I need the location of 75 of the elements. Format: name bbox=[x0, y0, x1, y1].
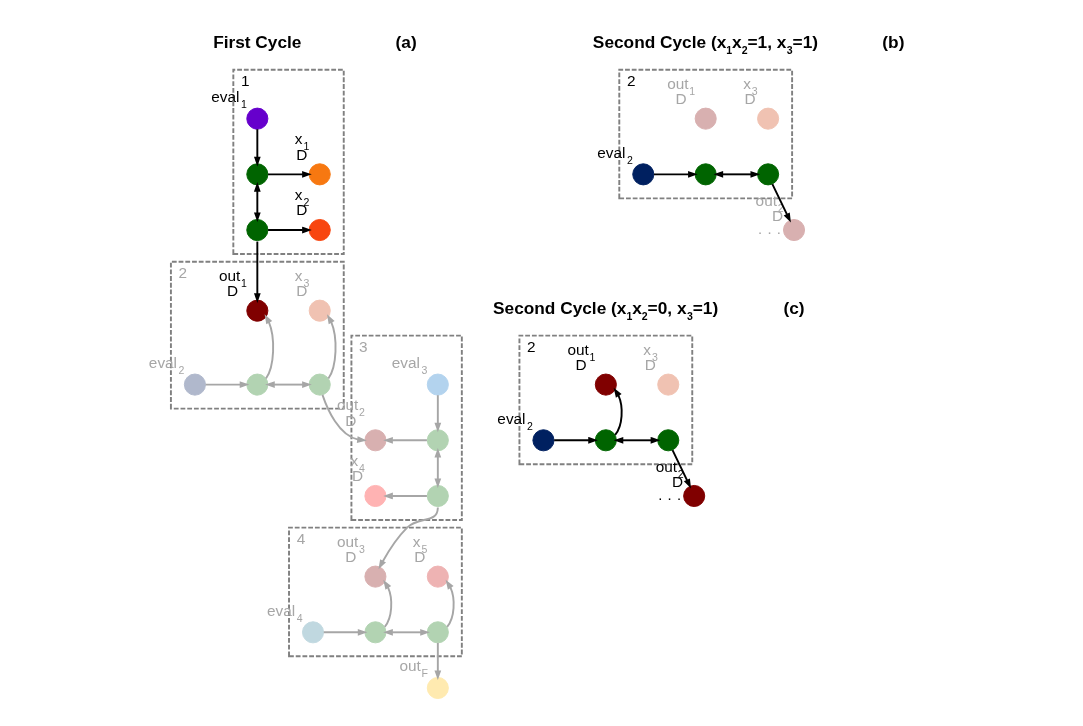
arrow bbox=[377, 506, 439, 570]
arrow bbox=[433, 394, 441, 433]
arrow bbox=[253, 182, 261, 223]
node-circle bbox=[245, 373, 268, 396]
node-label: · · · bbox=[757, 222, 781, 240]
arrow bbox=[266, 226, 312, 234]
node-circle bbox=[308, 163, 331, 186]
node-label: eval$_{3}$ bbox=[391, 354, 427, 377]
node-circle bbox=[656, 373, 679, 396]
node-circle bbox=[656, 429, 679, 452]
node-circle bbox=[756, 107, 779, 130]
node-circle bbox=[308, 373, 331, 396]
node-circle bbox=[308, 299, 331, 322]
node-label: eval$_{2}$ bbox=[496, 409, 533, 432]
node-circle bbox=[363, 621, 386, 644]
node-circle bbox=[694, 163, 717, 186]
arrow bbox=[326, 314, 337, 380]
node-circle bbox=[426, 676, 449, 700]
node-circle bbox=[682, 484, 705, 507]
node-circle bbox=[594, 429, 617, 452]
node-circle bbox=[183, 373, 206, 396]
arrow bbox=[382, 579, 392, 628]
label: (c) bbox=[782, 297, 805, 318]
arrow bbox=[552, 436, 598, 444]
node-circle bbox=[426, 565, 449, 588]
node-circle bbox=[631, 163, 654, 186]
arrow bbox=[652, 170, 698, 178]
node-circle bbox=[694, 107, 717, 130]
node-label: out$_{F}$ bbox=[398, 657, 428, 680]
label: Second Cycle (x$_{1}$x$_{2}$=0, x$_{3}$=1) bbox=[492, 297, 718, 322]
node-circle bbox=[245, 163, 268, 186]
arrow bbox=[204, 381, 249, 388]
label: First Cycle bbox=[212, 31, 301, 52]
node-circle bbox=[426, 429, 449, 452]
arrow bbox=[264, 381, 312, 388]
label: (b) bbox=[881, 31, 904, 52]
node-circle bbox=[594, 373, 617, 396]
arrow bbox=[266, 170, 312, 178]
node-circle bbox=[426, 373, 449, 396]
node-label: eval$_{2}$ bbox=[148, 354, 184, 377]
arrow bbox=[770, 183, 791, 223]
node-circle bbox=[308, 219, 331, 242]
arrow bbox=[322, 628, 367, 636]
arrow bbox=[613, 436, 660, 444]
arrow bbox=[253, 240, 261, 303]
node-circle bbox=[426, 484, 449, 507]
arrow bbox=[433, 447, 441, 489]
arrow bbox=[613, 387, 623, 436]
arrow bbox=[382, 628, 430, 636]
arrow bbox=[253, 128, 261, 167]
node-label: eval$_{1}$ bbox=[210, 88, 247, 111]
node-label: eval$_{2}$ bbox=[596, 143, 633, 166]
node-circle bbox=[531, 429, 554, 452]
label: (a) bbox=[395, 31, 417, 52]
arrow bbox=[264, 314, 274, 380]
arrow bbox=[382, 492, 428, 500]
node-circle bbox=[301, 621, 324, 644]
node-circle bbox=[756, 163, 779, 186]
node-circle bbox=[363, 484, 386, 507]
node-circle bbox=[245, 219, 268, 242]
node-label: · · · bbox=[657, 488, 682, 506]
label: Second Cycle (x$_{1}$x$_{2}$=1, x$_{3}$=1) bbox=[592, 31, 818, 56]
arrow bbox=[445, 579, 455, 628]
node-circle bbox=[782, 219, 805, 242]
node-circle bbox=[245, 299, 268, 322]
node-circle bbox=[426, 621, 449, 644]
node-circle bbox=[245, 107, 268, 130]
node-label: eval$_{4}$ bbox=[266, 601, 303, 624]
node-circle bbox=[363, 565, 386, 588]
arrow bbox=[671, 449, 691, 489]
arrow bbox=[713, 170, 760, 178]
arrow bbox=[382, 436, 428, 444]
arrow bbox=[321, 393, 367, 443]
node-circle bbox=[363, 429, 386, 452]
arrow bbox=[433, 641, 441, 681]
